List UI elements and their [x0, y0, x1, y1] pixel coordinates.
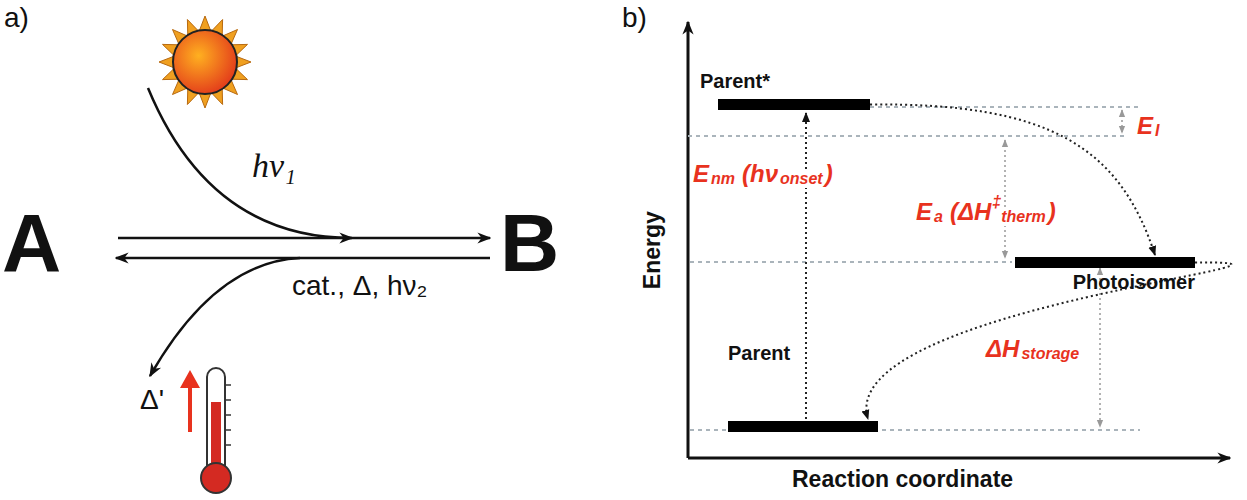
text-label: a) [4, 2, 29, 34]
rise-arrow [180, 370, 200, 432]
guide-lines [688, 107, 1140, 430]
level-label: Photoisomer [1015, 271, 1195, 294]
energy-level-bar [1015, 257, 1195, 268]
energy-symbol: a [934, 208, 943, 226]
energy-symbol: (hν [741, 160, 779, 188]
coordinate-axis [688, 457, 1230, 460]
energy-symbol: (ΔH [949, 198, 992, 226]
reverse-arrow [116, 257, 490, 260]
axis-title: Energy [639, 211, 665, 289]
energy-level: Photoisomer [1015, 257, 1195, 294]
heat-release-arrow [150, 258, 300, 376]
energy-level-bar [728, 421, 878, 432]
text-label: B [500, 196, 559, 290]
energy-pathway [805, 113, 807, 419]
text-label: hν₁ [252, 146, 296, 185]
gap-arrows [1005, 110, 1122, 427]
energy-symbol: ) [824, 160, 834, 188]
sun-rays [159, 16, 251, 108]
energy-axis [687, 22, 690, 458]
light-arrow [148, 88, 352, 238]
text-label: b) [622, 2, 647, 34]
forward-arrow [118, 237, 490, 240]
energy-symbol: nm [711, 170, 735, 188]
level-label: Parent [728, 342, 878, 365]
energy-symbol: E [692, 160, 710, 188]
energy-symbol: onset [780, 170, 823, 188]
energy-level-bar [718, 99, 870, 110]
energy-level: Parent* [700, 70, 870, 110]
energy-symbol: E [915, 198, 933, 226]
axis-title: Reaction coordinate [792, 466, 1013, 492]
energy-symbol: ‡ [992, 193, 1001, 211]
text-label: cat., Δ, hν₂ [292, 270, 427, 302]
energy-symbol: ΔH [985, 335, 1020, 363]
energy-level: Parent [728, 342, 878, 432]
sun [173, 30, 237, 94]
thermometer [201, 368, 231, 493]
energy-symbol: storage [1021, 345, 1079, 363]
energy-symbol: ) [1047, 198, 1057, 226]
energy-pathway [870, 104, 1155, 255]
text-label: A [2, 196, 61, 290]
energy-symbol: I [1155, 122, 1159, 140]
energy-symbol: therm [1001, 208, 1045, 226]
energy-pathway [866, 262, 1231, 419]
text-label: Δ' [140, 384, 164, 416]
energy-symbol: E [1136, 112, 1154, 140]
level-label: Parent* [700, 70, 870, 93]
